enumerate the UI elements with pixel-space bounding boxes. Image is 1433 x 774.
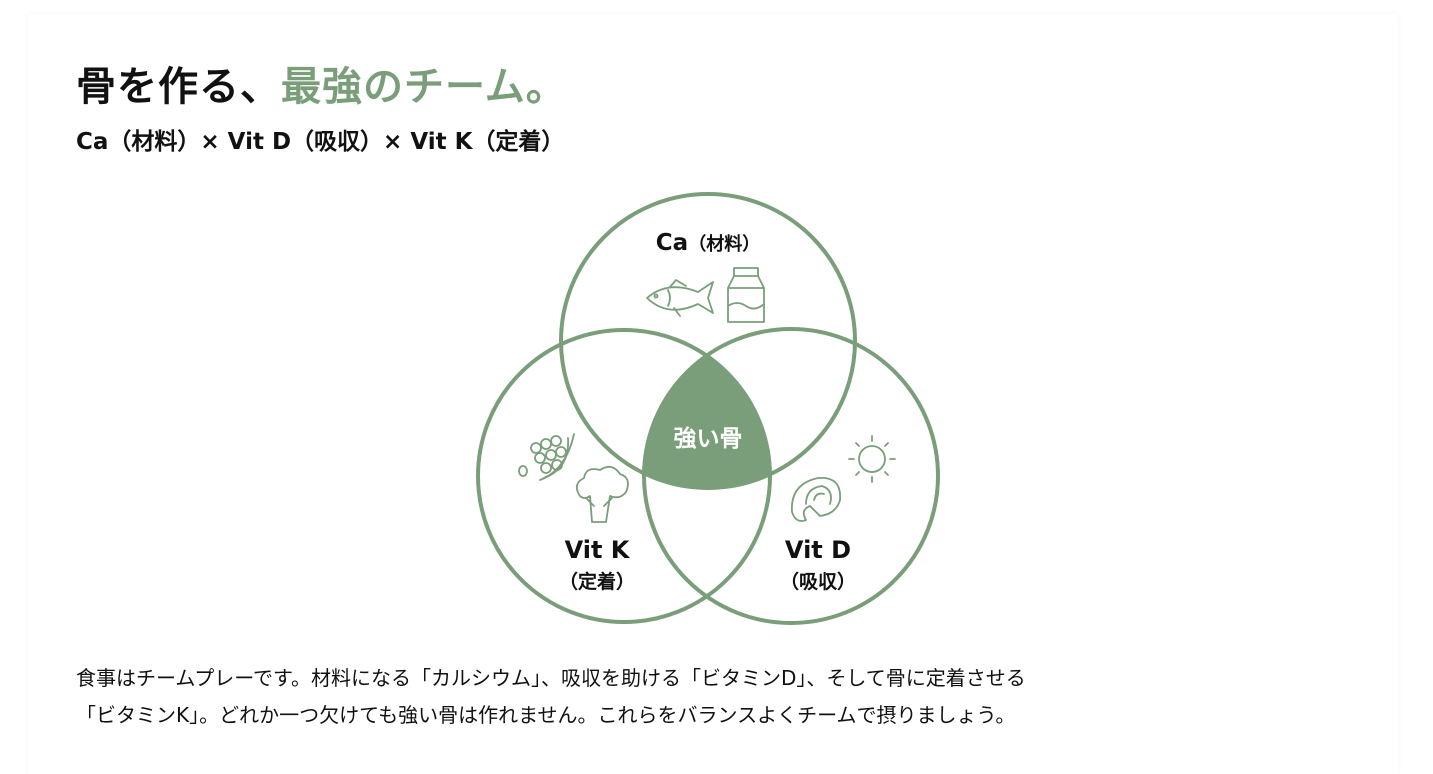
svg-text:Ca（材料）: Ca（材料） bbox=[656, 230, 760, 256]
ca-sub: （材料） bbox=[688, 233, 760, 255]
description-line-1: 食事はチームプレーです。材料になる「カルシウム」、吸収を助ける「ビタミンD」、そ… bbox=[76, 666, 1026, 690]
natto-icon bbox=[518, 433, 575, 481]
ca-label: Ca bbox=[656, 230, 688, 256]
fish-icon bbox=[646, 279, 714, 317]
sun-icon bbox=[848, 435, 896, 483]
broccoli-icon bbox=[575, 465, 629, 523]
vitk-label: Vit K bbox=[565, 536, 631, 564]
circle-vitd bbox=[642, 327, 940, 625]
title-main: 骨を作る、 bbox=[76, 64, 281, 110]
page-subtitle: Ca（材料）× Vit D（吸収）× Vit K（定着） bbox=[76, 129, 565, 155]
circle-ca bbox=[559, 192, 857, 490]
center-label: 強い骨 bbox=[674, 426, 743, 452]
circle-vitk bbox=[476, 328, 772, 624]
page-title: 骨を作る、最強のチーム。 bbox=[76, 54, 567, 112]
venn-diagram: Ca（材料） 強い骨 Vit K （定着） Vit D （吸収） bbox=[476, 192, 940, 625]
description: 食事はチームプレーです。材料になる「カルシウム」、吸収を助ける「ビタミンD」、そ… bbox=[76, 660, 1026, 734]
vitd-sub: （吸収） bbox=[780, 570, 856, 593]
milk-carton-icon bbox=[727, 267, 765, 323]
description-line-2: 「ビタミンK」。どれか一つ欠けても強い骨は作れません。これらをバランスよくチーム… bbox=[76, 703, 1016, 727]
title-accent: 最強のチーム。 bbox=[281, 64, 567, 110]
vitd-label: Vit D bbox=[785, 536, 851, 564]
salmon-icon bbox=[791, 477, 841, 522]
vitk-sub: （定着） bbox=[559, 570, 635, 593]
